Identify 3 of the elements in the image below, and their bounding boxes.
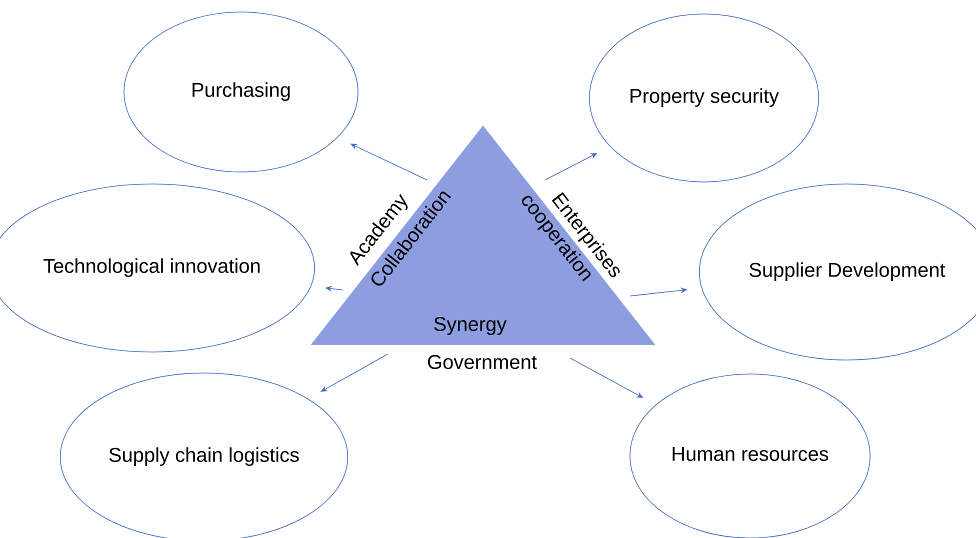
ellipse-node: Property security — [589, 14, 819, 182]
ellipse-node: Purchasing — [124, 12, 358, 172]
side-label: Government — [428, 354, 537, 370]
